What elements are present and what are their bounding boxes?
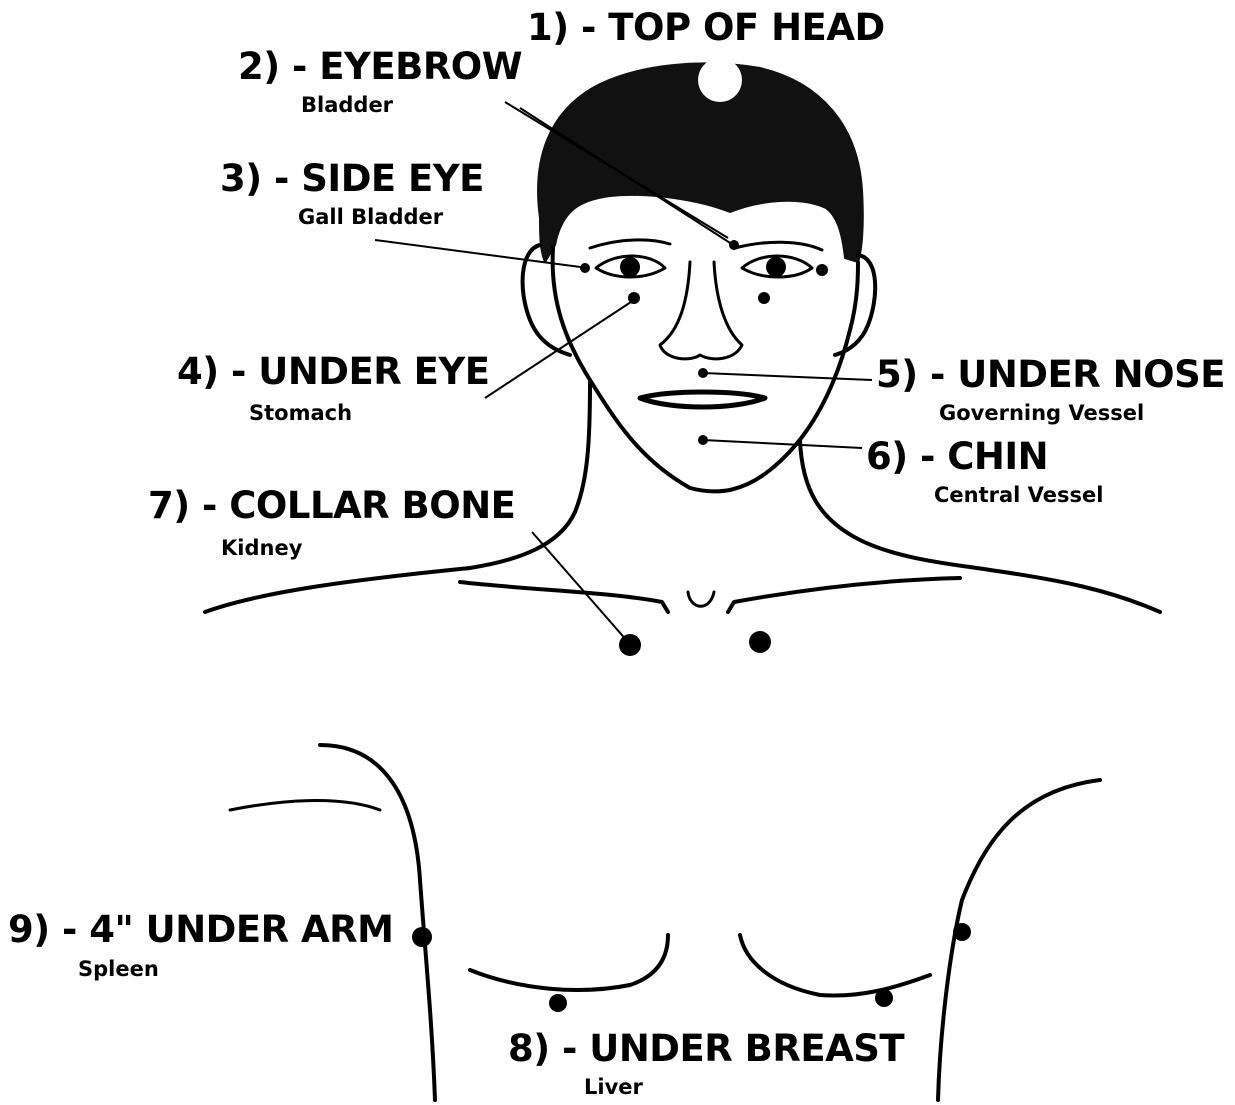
label-chin: 6) - CHIN (866, 435, 1048, 478)
label-eyebrow: 2) - EYEBROW (238, 45, 522, 88)
nose (660, 262, 742, 359)
label-under-breast: 8) - UNDER BREAST (508, 1027, 904, 1070)
marker-side-eye-left (580, 263, 590, 273)
left-eyebrow (590, 240, 670, 248)
collar-bone-right (728, 578, 960, 612)
marker-under-arm-right (953, 923, 971, 941)
armpit-left (230, 801, 380, 810)
organ-collar-bone: Kidney (221, 536, 302, 560)
shoulder-left (205, 568, 470, 612)
organ-eyebrow: Bladder (301, 93, 393, 117)
organ-under-nose: Governing Vessel (939, 401, 1144, 425)
marker-under-eye-right (758, 292, 770, 304)
label-under-arm: 9) - 4" UNDER ARM (8, 908, 394, 951)
marker-eyebrow (729, 240, 739, 250)
marker-under-eye-left (628, 292, 640, 304)
marker-collar-bone-left (619, 634, 641, 656)
marker-top-of-head (698, 58, 742, 102)
organ-side-eye: Gall Bladder (298, 205, 443, 229)
marker-side-eye-right (816, 264, 828, 276)
marker-under-breast-left (549, 994, 567, 1012)
sternal-notch (688, 592, 714, 606)
right-eyebrow (735, 242, 822, 250)
label-under-eye: 4) - UNDER EYE (177, 350, 490, 393)
label-side-eye: 3) - SIDE EYE (220, 157, 484, 200)
label-under-nose: 5) - UNDER NOSE (876, 353, 1225, 396)
marker-under-nose (698, 368, 708, 378)
chest-left (470, 935, 668, 990)
leader-chin (703, 440, 862, 448)
shoulder-right (990, 570, 1160, 612)
label-top-of-head: 1) - TOP OF HEAD (527, 6, 885, 49)
mouth (640, 392, 765, 407)
organ-chin: Central Vessel (934, 483, 1103, 507)
label-collar-bone: 7) - COLLAR BONE (148, 484, 515, 527)
neck-left (470, 382, 590, 568)
leader-collar-bone (532, 532, 628, 642)
marker-under-arm-left (412, 927, 432, 947)
marker-chin (698, 435, 708, 445)
organ-under-eye: Stomach (249, 401, 352, 425)
collar-bone-left (460, 582, 668, 612)
organ-under-breast: Liver (584, 1075, 643, 1099)
marker-under-breast-right (875, 989, 893, 1007)
marker-collar-bone-right (749, 631, 771, 653)
chest-right (740, 935, 930, 996)
leader-under-nose (703, 373, 872, 380)
organ-under-arm: Spleen (78, 957, 159, 981)
hair (538, 63, 863, 262)
